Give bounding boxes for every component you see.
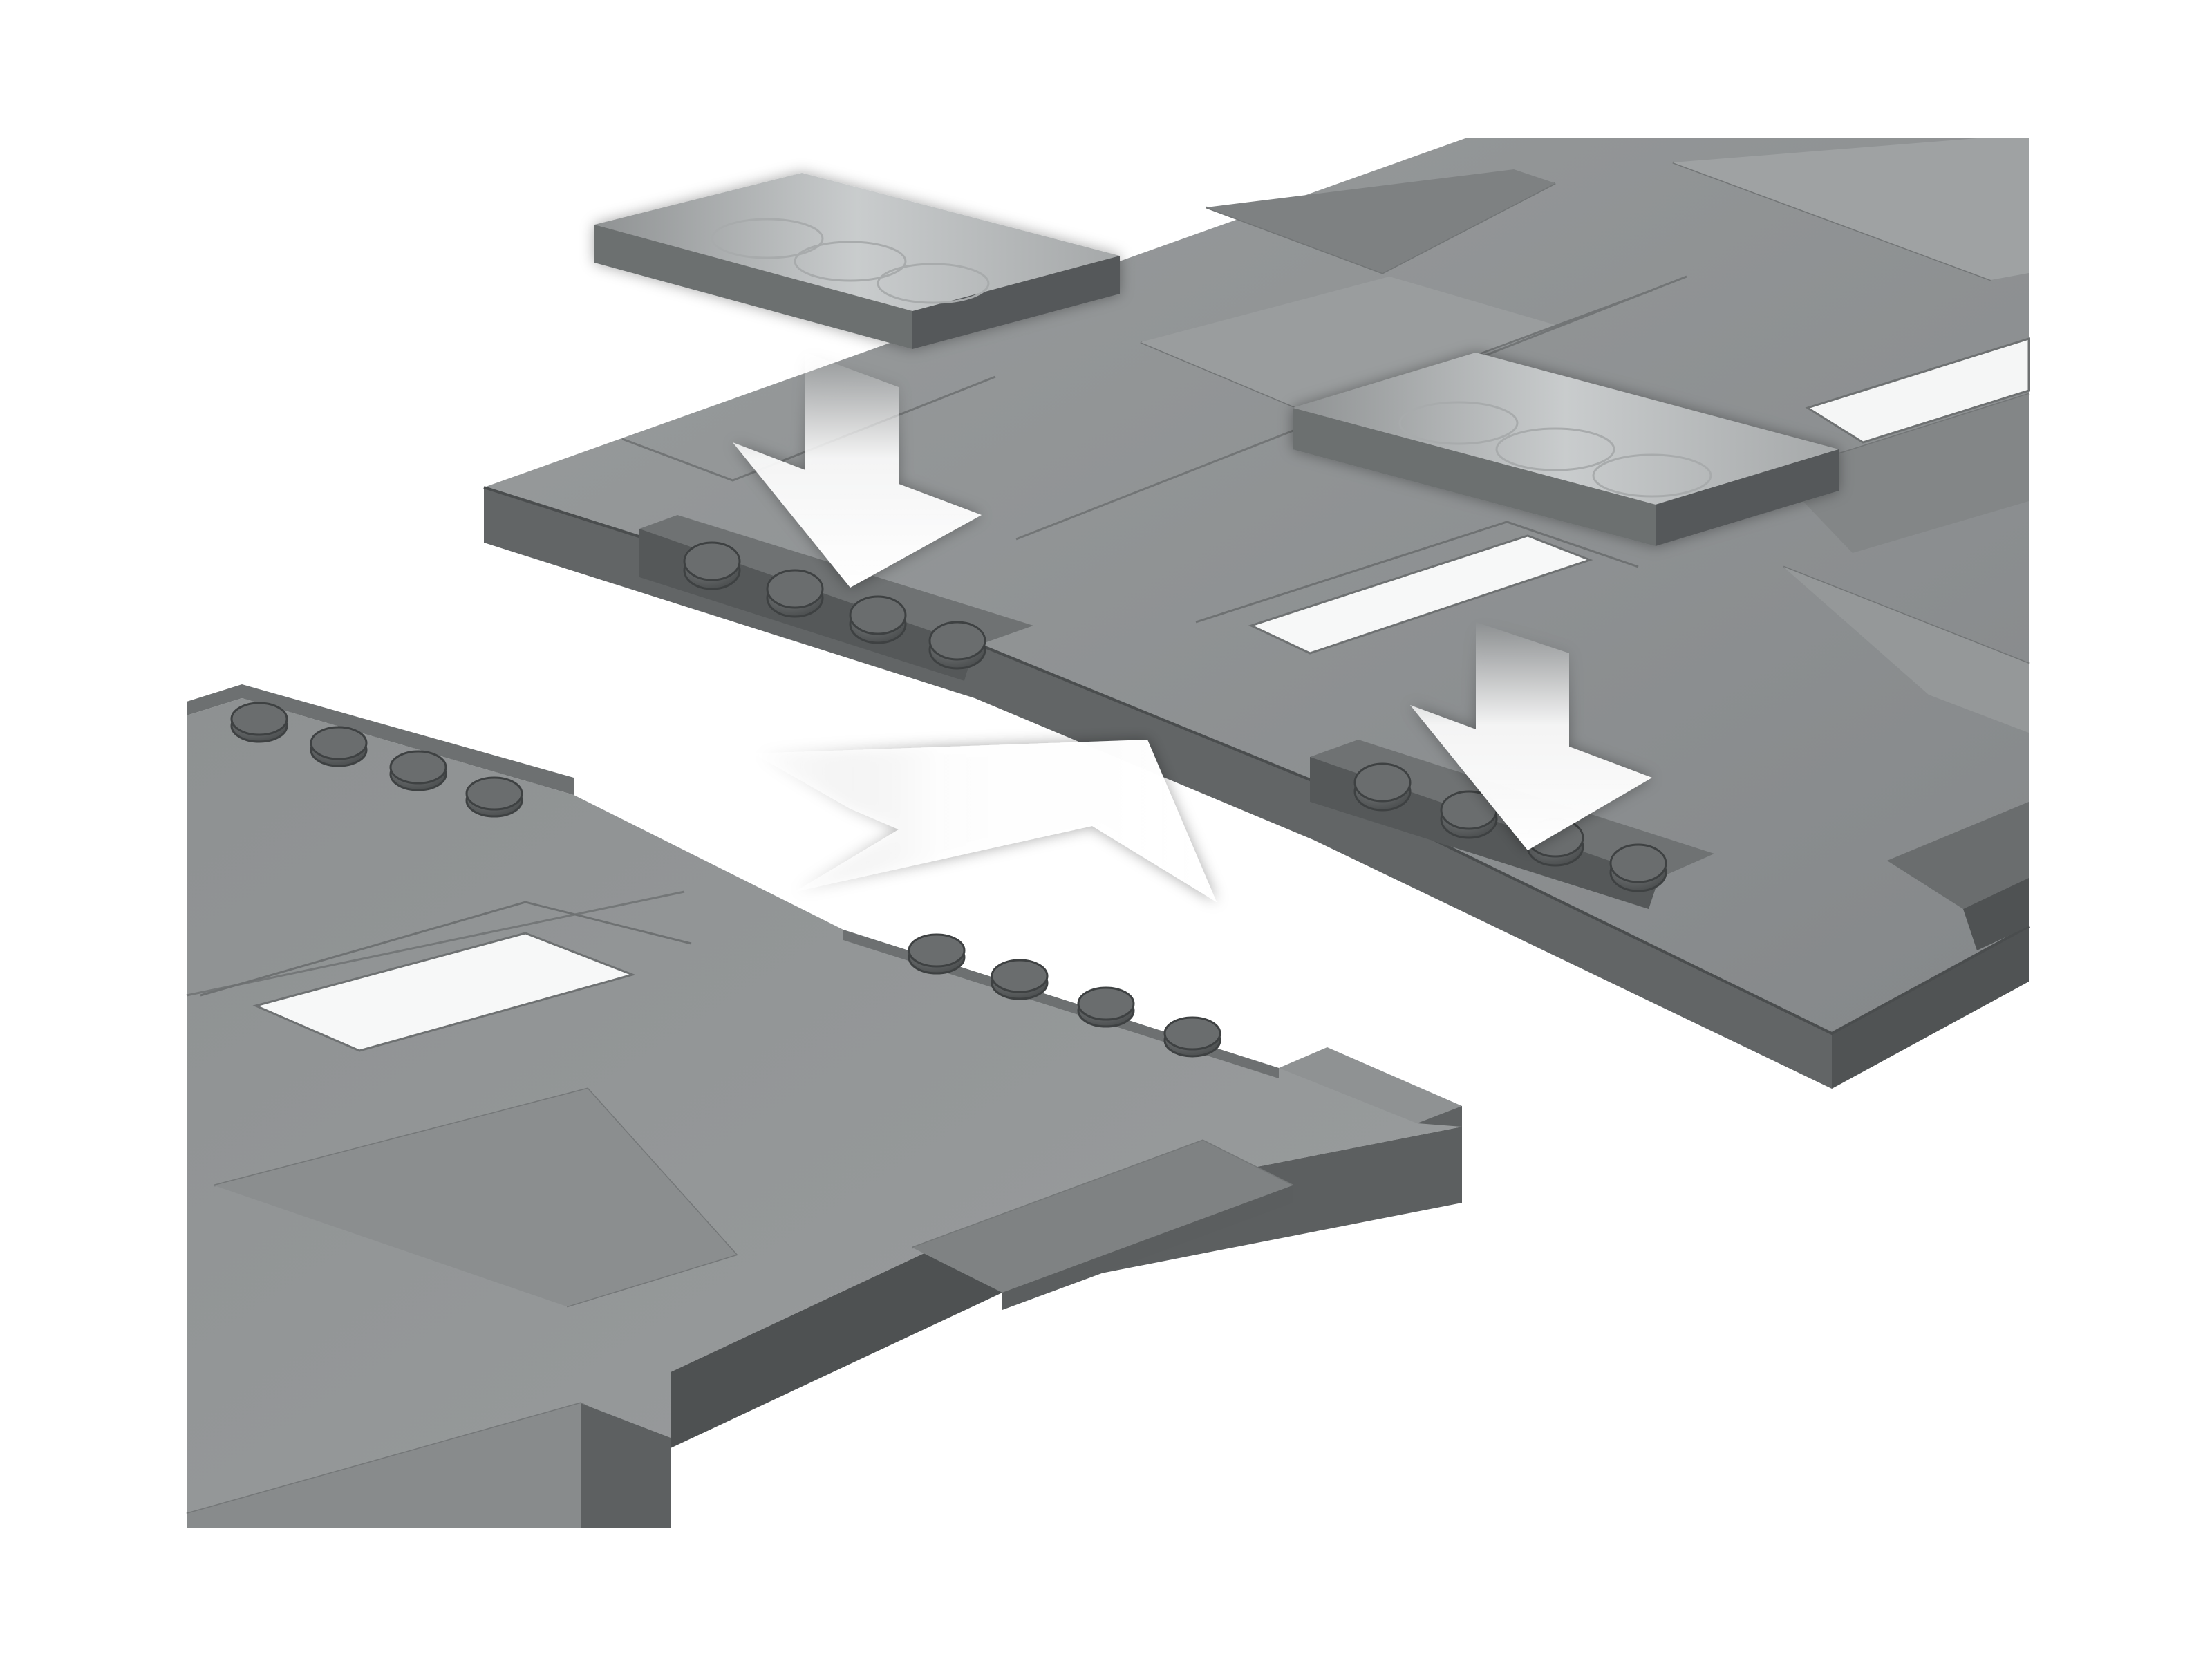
back-plate-side-front bbox=[484, 487, 1832, 1089]
connect-arrow bbox=[753, 740, 1217, 902]
front-plate-top bbox=[187, 698, 1462, 1528]
studs-back-left bbox=[683, 541, 986, 670]
road-marking-back-2 bbox=[1805, 337, 2030, 444]
road-marking-back-1 bbox=[1248, 534, 1593, 655]
back-plate-side-right bbox=[1832, 926, 2029, 1089]
studs-front-back-edge bbox=[230, 702, 523, 818]
road-marking-front bbox=[252, 932, 636, 1052]
insert-arrow-right bbox=[1410, 622, 1652, 850]
loose-tile-right bbox=[1293, 353, 1839, 546]
loose-tile-left bbox=[594, 173, 1120, 349]
studs-front-right-edge bbox=[908, 933, 1221, 1058]
insert-arrow-left bbox=[733, 353, 982, 588]
back-plate-top bbox=[484, 138, 2029, 1033]
